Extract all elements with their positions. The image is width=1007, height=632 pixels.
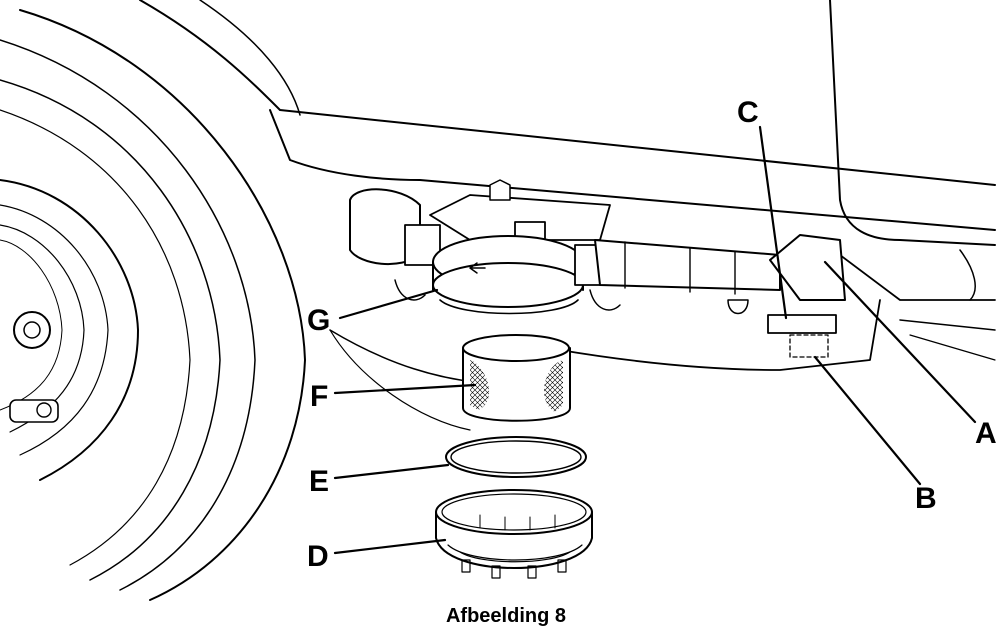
filter-screen: [462, 334, 571, 422]
leader-line-b: [813, 355, 922, 486]
wheel: [0, 9, 306, 601]
callout-a: A: [975, 417, 997, 450]
filter-bowl: [435, 489, 593, 579]
leader-line-e: [333, 463, 450, 480]
callout-g: G: [307, 304, 330, 337]
callout-e: E: [309, 465, 329, 498]
filter-housing-assembly: [349, 179, 846, 358]
leader-line-a: [823, 260, 977, 424]
callout-f: F: [310, 380, 328, 413]
leader-lines: [333, 125, 977, 555]
callout-b: B: [915, 482, 937, 515]
leader-line-c: [758, 125, 788, 320]
figure-caption: Afbeelding 8: [446, 605, 566, 627]
leader-line-f: [333, 383, 477, 395]
callout-d: D: [307, 540, 329, 573]
leader-line-d: [333, 538, 447, 555]
callout-c: C: [737, 96, 759, 129]
leader-line-g: [338, 288, 439, 320]
o-ring: [445, 436, 587, 478]
